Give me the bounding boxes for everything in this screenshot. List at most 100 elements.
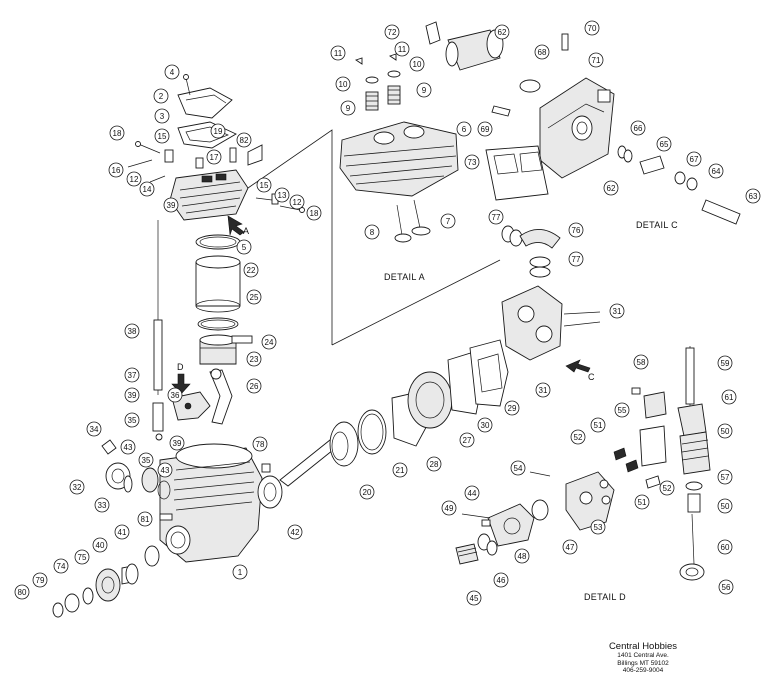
drive-shaft-group: [52, 545, 160, 618]
part-callout-80: 80: [14, 584, 30, 600]
callout-number: 9: [346, 104, 351, 113]
callout-number: 77: [572, 255, 581, 264]
callout-number: 60: [721, 543, 730, 552]
callout-number: 48: [518, 552, 527, 561]
part-callout-17: 17: [206, 149, 222, 165]
callout-circle: [614, 402, 630, 418]
callout-number: 35: [142, 456, 151, 465]
callout-number: 12: [293, 198, 302, 207]
part-callout-34: 34: [86, 421, 102, 437]
part-callout-59: 59: [717, 355, 733, 371]
callout-circle: [534, 44, 550, 60]
callout-number: 59: [721, 359, 730, 368]
arrow-label-d: D: [177, 362, 184, 372]
callout-circle: [568, 251, 584, 267]
part-callout-40: 40: [92, 537, 108, 553]
part-callout-15: 15: [256, 177, 272, 193]
callout-number: 55: [618, 406, 627, 415]
callout-number: 29: [508, 404, 517, 413]
part-callout-77: 77: [568, 251, 584, 267]
part-callout-11: 11: [394, 41, 410, 57]
part-callout-38: 38: [124, 323, 140, 339]
callout-number: 23: [250, 355, 259, 364]
callout-circle: [167, 387, 183, 403]
dealer-address: 1401 Central Ave.: [617, 652, 669, 659]
part-callout-4: 4: [164, 64, 180, 80]
callout-circle: [335, 76, 351, 92]
part-callout-57: 57: [717, 469, 733, 485]
callout-number: 54: [514, 464, 523, 473]
callout-number: 6: [462, 125, 467, 134]
part-callout-68: 68: [534, 44, 550, 60]
part-callout-50: 50: [717, 498, 733, 514]
part-callout-26: 26: [246, 378, 262, 394]
callout-circle: [493, 572, 509, 588]
part-callout-54: 54: [510, 460, 526, 476]
detail-d-group: DETAIL D: [455, 346, 711, 602]
callout-circle: [86, 421, 102, 437]
callout-circle: [169, 435, 185, 451]
callout-number: 17: [210, 153, 219, 162]
detail-c-group: DETAIL C: [445, 29, 741, 230]
part-callout-10: 10: [335, 76, 351, 92]
arrow-label-a: A: [243, 226, 249, 236]
part-callout-39: 39: [163, 197, 179, 213]
callout-number: 3: [160, 112, 165, 121]
callout-circle: [609, 303, 625, 319]
callout-number: 43: [161, 466, 170, 475]
callout-circle: [139, 181, 155, 197]
callout-number: 38: [128, 327, 137, 336]
part-callout-55: 55: [614, 402, 630, 418]
callout-circle: [717, 539, 733, 555]
part-callout-1: 1: [232, 564, 248, 580]
callout-circle: [459, 432, 475, 448]
detail-d-label: DETAIL D: [584, 592, 626, 602]
callout-number: 52: [574, 433, 583, 442]
callout-circle: [92, 537, 108, 553]
callout-number: 11: [398, 45, 407, 54]
callout-number: 12: [130, 175, 139, 184]
callout-circle: [590, 519, 606, 535]
callout-circle: [394, 41, 410, 57]
callout-circle: [630, 120, 646, 136]
part-callout-53: 53: [590, 519, 606, 535]
callout-circle: [426, 456, 442, 472]
callout-circle: [510, 460, 526, 476]
part-callout-2: 2: [153, 88, 169, 104]
part-callout-10: 10: [409, 56, 425, 72]
callout-number: 79: [36, 576, 45, 585]
callout-circle: [568, 222, 584, 238]
detail-a-label: DETAIL A: [384, 272, 425, 282]
part-callout-37: 37: [124, 367, 140, 383]
callout-circle: [206, 149, 222, 165]
callout-number: 10: [413, 60, 422, 69]
callout-number: 80: [18, 588, 27, 597]
part-callout-62: 62: [494, 24, 510, 40]
part-callout-20: 20: [359, 484, 375, 500]
callout-circle: [584, 20, 600, 36]
callout-number: 51: [594, 421, 603, 430]
part-callout-66: 66: [630, 120, 646, 136]
callout-circle: [252, 436, 268, 452]
dealer-info: Central Hobbies 1401 Central Ave. Billin…: [588, 641, 698, 675]
callout-circle: [340, 100, 356, 116]
callout-number: 78: [256, 440, 265, 449]
callout-circle: [717, 469, 733, 485]
part-callout-39: 39: [169, 435, 185, 451]
detail-a-frame: [247, 129, 501, 346]
part-callout-16: 16: [108, 162, 124, 178]
callout-number: 16: [112, 166, 121, 175]
part-callout-43: 43: [157, 462, 173, 478]
callout-number: 47: [566, 543, 575, 552]
part-callout-46: 46: [493, 572, 509, 588]
callout-circle: [246, 378, 262, 394]
callout-number: 4: [170, 68, 175, 77]
callout-circle: [440, 213, 456, 229]
part-callout-49: 49: [441, 500, 457, 516]
part-callout-18: 18: [109, 125, 125, 141]
callout-number: 57: [721, 473, 730, 482]
part-callout-45: 45: [466, 590, 482, 606]
pushrod-group: D: [152, 220, 211, 441]
callout-number: 62: [607, 184, 616, 193]
callout-circle: [164, 64, 180, 80]
